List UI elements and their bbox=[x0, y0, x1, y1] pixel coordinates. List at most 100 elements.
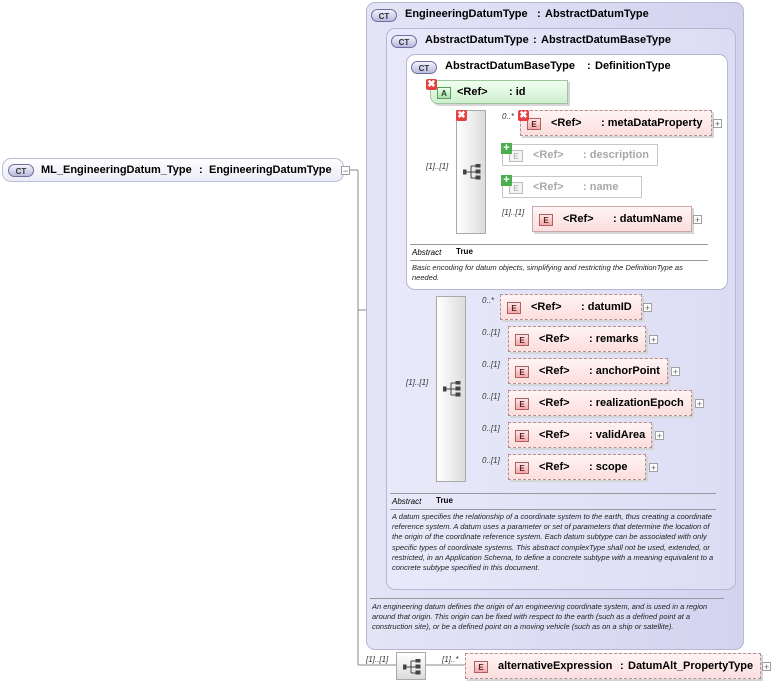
element-icon: E bbox=[515, 398, 529, 410]
element-datum-name[interactable]: E <Ref> : datumName bbox=[532, 206, 692, 232]
datum-sequence-multiplicity: [1]..[1] bbox=[406, 378, 429, 387]
abstract-base-type-name: AbstractDatumBaseType bbox=[445, 60, 576, 72]
added-icon: + bbox=[501, 175, 512, 186]
base-documentation: Basic encoding for datum objects, simpli… bbox=[412, 263, 683, 282]
expand-datumname-icon[interactable]: + bbox=[693, 215, 702, 225]
complex-type-icon: CT bbox=[391, 35, 417, 48]
removed-icon: ✖ bbox=[456, 110, 467, 121]
abstract-datum-type-name: AbstractDatumType bbox=[425, 34, 529, 46]
datumid-multiplicity: 0..* bbox=[482, 296, 495, 305]
element-valid-area[interactable]: E <Ref> : validArea bbox=[508, 422, 652, 448]
expand-realizationepoch-icon[interactable]: + bbox=[695, 399, 704, 409]
element-icon: E bbox=[515, 462, 529, 474]
element-type: DatumAlt_PropertyType bbox=[628, 660, 754, 672]
element-name: : metaDataProperty bbox=[601, 117, 703, 129]
expand-scope-icon[interactable]: + bbox=[649, 463, 658, 473]
complex-type-icon: CT bbox=[371, 9, 397, 22]
element-ref: <Ref> bbox=[539, 461, 570, 473]
expand-alternative-expression-icon[interactable]: + bbox=[762, 662, 771, 672]
element-ref: <Ref> bbox=[551, 117, 582, 129]
base-abstract-divider bbox=[410, 244, 708, 245]
datumname-multiplicity: [1]..[1] bbox=[502, 208, 525, 217]
element-icon: E bbox=[509, 182, 523, 194]
sequence-icon bbox=[443, 381, 461, 397]
element-name: : datumID bbox=[581, 301, 632, 313]
element-icon: E bbox=[539, 214, 553, 226]
element-ref: <Ref> bbox=[563, 213, 594, 225]
sequence-icon bbox=[463, 164, 481, 180]
element-icon: E bbox=[509, 150, 523, 162]
datum-abstract-label: Abstract bbox=[392, 497, 422, 506]
element-alternative-expression[interactable]: E alternativeExpression : DatumAlt_Prope… bbox=[465, 653, 761, 679]
engineering-doc-divider bbox=[370, 598, 724, 599]
element-name: : anchorPoint bbox=[589, 365, 660, 377]
element-ref: <Ref> bbox=[539, 429, 570, 441]
element-ref: <Ref> bbox=[533, 181, 564, 193]
element-datum-id[interactable]: E <Ref> : datumID bbox=[500, 294, 642, 320]
base-abstract-label: Abstract bbox=[412, 248, 442, 257]
element-separator: : bbox=[620, 660, 624, 672]
element-icon: E bbox=[515, 430, 529, 442]
expand-anchorpoint-icon[interactable]: + bbox=[671, 367, 680, 377]
base-sequence-multiplicity: [1]..[1] bbox=[426, 162, 449, 171]
anchorpoint-multiplicity: 0..[1] bbox=[482, 360, 500, 369]
remarks-multiplicity: 0..[1] bbox=[482, 328, 500, 337]
element-ref: <Ref> bbox=[539, 365, 570, 377]
engineering-type-name: EngineeringDatumType bbox=[405, 8, 528, 20]
element-anchor-point[interactable]: E <Ref> : anchorPoint bbox=[508, 358, 668, 384]
element-name: : description bbox=[583, 149, 650, 161]
base-sequence-compositor[interactable] bbox=[456, 110, 486, 234]
element-remarks[interactable]: E <Ref> : remarks bbox=[508, 326, 646, 352]
element-name-field[interactable]: E <Ref> : name bbox=[502, 176, 642, 198]
attribute-id[interactable]: A <Ref> : id bbox=[430, 80, 568, 104]
element-name: alternativeExpression bbox=[498, 660, 613, 672]
root-type-separator: : bbox=[199, 164, 203, 176]
engineering-type-base: AbstractDatumType bbox=[545, 8, 649, 20]
datum-sequence-compositor[interactable] bbox=[436, 296, 466, 482]
element-name: : remarks bbox=[589, 333, 639, 345]
collapse-root-icon[interactable]: − bbox=[341, 166, 350, 176]
scope-multiplicity: 0..[1] bbox=[482, 456, 500, 465]
validarea-multiplicity: 0..[1] bbox=[482, 424, 500, 433]
element-ref: <Ref> bbox=[533, 149, 564, 161]
abstract-base-type-base: DefinitionType bbox=[595, 60, 671, 72]
element-metadata-property[interactable]: E <Ref> : metaDataProperty bbox=[520, 110, 712, 136]
datum-abstract-divider bbox=[390, 493, 716, 494]
expand-datumid-icon[interactable]: + bbox=[643, 303, 652, 313]
element-icon: E bbox=[515, 366, 529, 378]
removed-icon: ✖ bbox=[426, 79, 437, 90]
element-name: : realizationEpoch bbox=[589, 397, 684, 409]
element-realization-epoch[interactable]: E <Ref> : realizationEpoch bbox=[508, 390, 692, 416]
added-icon: + bbox=[501, 143, 512, 154]
element-name: : scope bbox=[589, 461, 628, 473]
bottom-sequence-multiplicity: [1]..[1] bbox=[366, 655, 389, 664]
element-description[interactable]: E <Ref> : description bbox=[502, 144, 658, 166]
attribute-name: : id bbox=[509, 86, 526, 98]
element-icon: E bbox=[527, 118, 541, 130]
element-name: : validArea bbox=[589, 429, 646, 441]
complex-type-icon: CT bbox=[8, 164, 34, 177]
element-ref: <Ref> bbox=[539, 333, 570, 345]
expand-remarks-icon[interactable]: + bbox=[649, 335, 658, 345]
expand-metadata-icon[interactable]: + bbox=[713, 119, 722, 129]
element-scope[interactable]: E <Ref> : scope bbox=[508, 454, 646, 480]
engineering-documentation: An engineering datum defines the origin … bbox=[372, 602, 708, 631]
attribute-icon: A bbox=[437, 87, 451, 99]
abstract-datum-type-base: AbstractDatumBaseType bbox=[541, 34, 672, 46]
engineering-type-separator: : bbox=[537, 8, 541, 20]
sequence-icon bbox=[403, 659, 421, 675]
bottom-sequence-compositor[interactable] bbox=[396, 652, 426, 680]
base-doc-divider bbox=[410, 260, 708, 261]
element-ref: <Ref> bbox=[531, 301, 562, 313]
root-type-box[interactable]: CT ML_EngineeringDatum_Type : Engineerin… bbox=[2, 158, 344, 182]
attribute-ref: <Ref> bbox=[457, 86, 488, 98]
metadata-multiplicity: 0..* bbox=[502, 112, 515, 121]
element-ref: <Ref> bbox=[539, 397, 570, 409]
element-icon: E bbox=[515, 334, 529, 346]
realizationepoch-multiplicity: 0..[1] bbox=[482, 392, 500, 401]
element-icon: E bbox=[507, 302, 521, 314]
complex-type-icon: CT bbox=[411, 61, 437, 74]
datum-abstract-value: True bbox=[436, 496, 453, 505]
base-abstract-value: True bbox=[456, 247, 473, 256]
expand-validarea-icon[interactable]: + bbox=[655, 431, 664, 441]
